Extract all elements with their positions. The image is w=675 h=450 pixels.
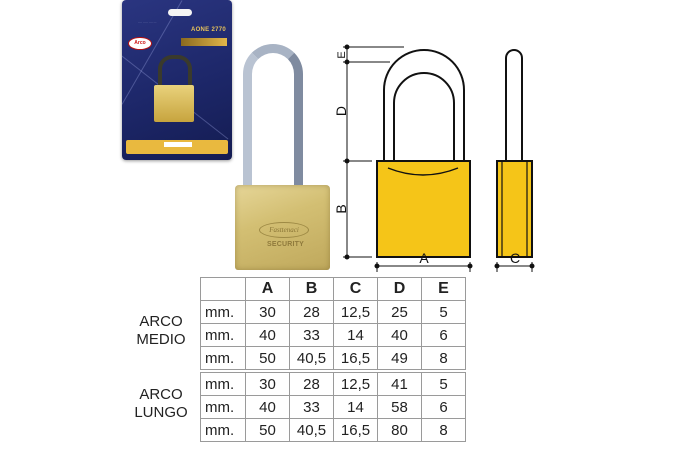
label-B: B [333,204,349,213]
front-view-diagram [376,49,471,258]
package-info-strip [126,140,228,154]
col-header-D: D [377,277,422,301]
side-view-diagram [496,49,533,258]
dimensions-table: A B C D E mm. 30 28 12,5 25 5 mm. 40 33 … [200,277,466,442]
package-fine-print: ···· ····· ···· ··· [138,20,157,24]
label-D: D [333,106,349,116]
col-header-E: E [421,277,466,301]
table-header-row: A B C D E [200,277,466,301]
group-label-arco-lungo: ARCO LUNGO [128,386,194,422]
label-E: E [336,51,348,58]
table-row: mm. 40 33 14 40 6 [200,323,466,347]
package-padlock-body [154,85,194,122]
group-label-line: LUNGO [134,404,188,421]
dimension-diagram: E D B A C [333,44,535,272]
front-shackle-inner [393,72,455,162]
label-C: C [510,250,520,266]
group-label-line: ARCO [139,386,183,403]
padlock-security-text: SECURITY [267,241,304,248]
table-row: mm. 40 33 14 58 6 [200,395,466,419]
front-body [376,160,471,258]
group-label-arco-medio: ARCO MEDIO [128,313,194,349]
padlock-package-image: ···· ····· ···· ··· AONE 2770 Arco [122,0,232,160]
dimension-lines [343,44,535,272]
dimension-labels: E D B A C [333,51,520,266]
padlock-body: Fasttenaci SECURITY [235,185,330,270]
package-padlock-shackle [158,55,192,93]
group-label-line: MEDIO [136,331,186,348]
hang-hole [168,9,192,16]
col-header-A: A [245,277,290,301]
brand-logo: Arco [128,37,152,50]
col-header-C: C [333,277,378,301]
package-tag [181,38,227,46]
front-shackle-outer [383,49,465,162]
table-row: mm. 50 40,5 16,5 80 8 [200,418,466,442]
padlock-shackle [243,44,303,194]
label-A: A [419,250,429,266]
table-row: mm. 50 40,5 16,5 49 8 [200,346,466,372]
col-header-B: B [289,277,334,301]
table-row: mm. 30 28 12,5 25 5 [200,300,466,324]
package-model-number: AONE 2770 [190,27,226,33]
padlock-brand-emboss: Fasttenaci [259,222,309,238]
table-row: mm. 30 28 12,5 41 5 [200,369,466,396]
group-label-line: ARCO [139,313,183,330]
